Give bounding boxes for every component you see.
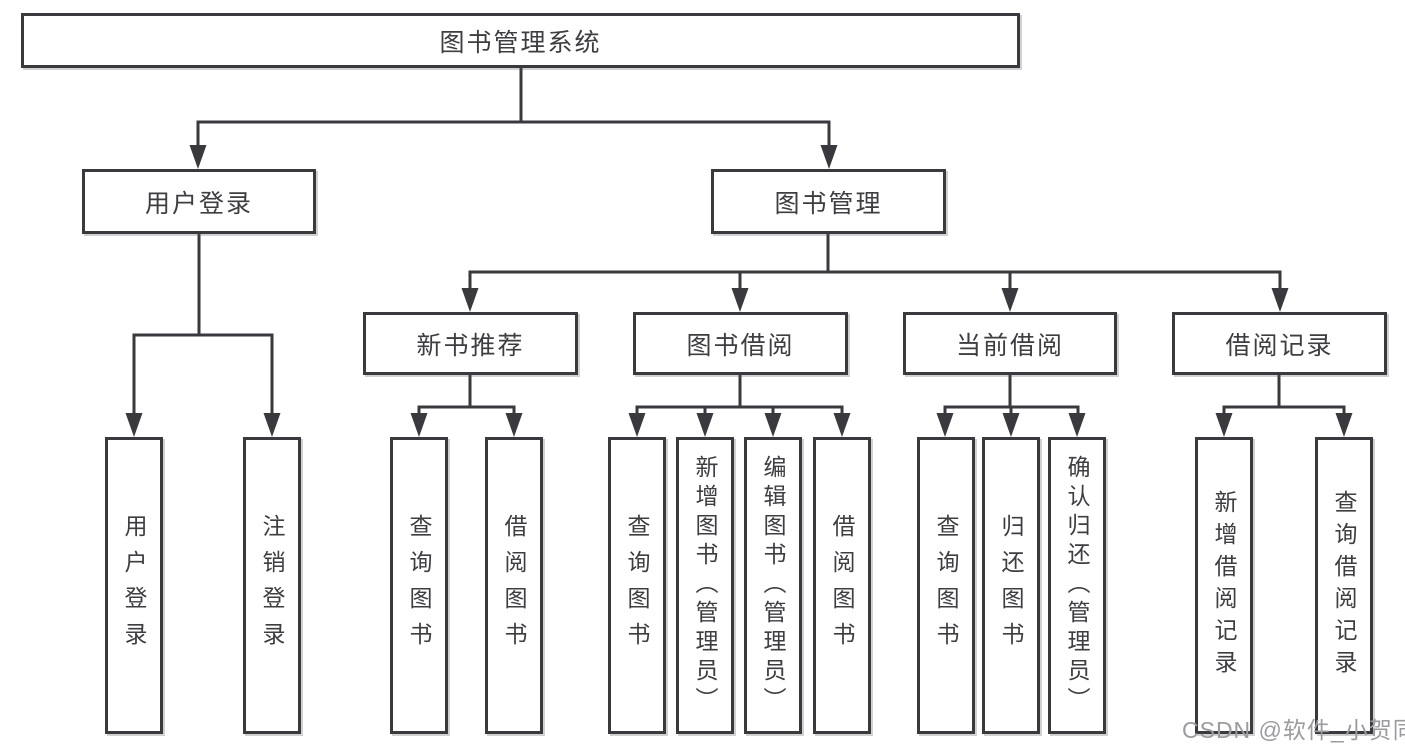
arrow-down-icon bbox=[505, 413, 523, 437]
leaf-add-borrow-record-label: 新增借阅记录 bbox=[1211, 489, 1237, 682]
leaf-borrow-books-recommend: 借阅图书 bbox=[485, 437, 543, 734]
leaf-query-books-current: 查询图书 bbox=[917, 437, 975, 734]
node-borrowing-records-label: 借阅记录 bbox=[1225, 331, 1334, 360]
leaf-borrow-books-recommend-label: 借阅图书 bbox=[501, 513, 527, 658]
node-user-login: 用户登录 bbox=[82, 169, 316, 234]
arrow-down-icon bbox=[764, 413, 782, 437]
connector-line bbox=[1222, 375, 1346, 417]
arrow-down-icon bbox=[125, 413, 143, 437]
leaf-query-books-current-label: 查询图书 bbox=[933, 513, 959, 658]
arrow-down-icon bbox=[696, 413, 714, 437]
connector-line bbox=[635, 375, 844, 417]
watermark-text: CSDN @软件_小贺同学 bbox=[1182, 717, 1405, 743]
leaf-return-books: 归还图书 bbox=[982, 437, 1040, 734]
leaf-add-borrow-record: 新增借阅记录 bbox=[1195, 437, 1253, 734]
leaf-user-login: 用户登录 bbox=[105, 437, 163, 734]
node-current-borrowing: 当前借阅 bbox=[903, 312, 1117, 375]
arrow-down-icon bbox=[1271, 288, 1289, 312]
connector-user-login-to-children bbox=[125, 234, 281, 437]
arrow-down-icon bbox=[1335, 413, 1353, 437]
connector-line bbox=[943, 375, 1080, 417]
connector-borrowing-records-to-children bbox=[1215, 375, 1353, 437]
node-user-login-label: 用户登录 bbox=[144, 189, 253, 218]
arrow-down-icon bbox=[263, 413, 281, 437]
leaf-add-book-admin: 新增图书（管理员） bbox=[676, 437, 734, 734]
connector-line bbox=[132, 234, 274, 417]
node-book-borrowing-label: 图书借阅 bbox=[686, 331, 795, 360]
leaf-logout-label: 注销登录 bbox=[259, 513, 285, 658]
node-root: 图书管理系统 bbox=[21, 13, 1020, 68]
arrow-down-icon bbox=[410, 413, 428, 437]
leaf-query-books-borrowing-label: 查询图书 bbox=[624, 513, 650, 658]
leaf-query-books-borrowing: 查询图书 bbox=[608, 437, 666, 734]
leaf-query-borrow-record: 查询借阅记录 bbox=[1315, 437, 1373, 734]
arrow-down-icon bbox=[628, 413, 646, 437]
leaf-query-books-recommend-label: 查询图书 bbox=[406, 513, 432, 658]
leaf-edit-book-admin: 编辑图书（管理员） bbox=[744, 437, 802, 734]
node-book-management-label: 图书管理 bbox=[774, 189, 883, 218]
arrow-down-icon bbox=[731, 288, 749, 312]
leaf-confirm-return-admin: 确认归还（管理员） bbox=[1048, 437, 1106, 734]
connector-line bbox=[417, 375, 516, 417]
connector-current-borrowing-to-children bbox=[936, 375, 1086, 437]
connector-new-book-recommendation-to-children bbox=[410, 375, 523, 437]
node-new-book-recommendation-label: 新书推荐 bbox=[416, 331, 525, 360]
connector-root-to-level2 bbox=[189, 68, 838, 169]
leaf-edit-book-admin-label: 编辑图书（管理员） bbox=[760, 455, 786, 716]
leaf-query-books-recommend: 查询图书 bbox=[390, 437, 448, 734]
node-current-borrowing-label: 当前借阅 bbox=[955, 331, 1064, 360]
arrow-down-icon bbox=[936, 413, 954, 437]
node-borrowing-records: 借阅记录 bbox=[1172, 312, 1387, 375]
node-new-book-recommendation: 新书推荐 bbox=[363, 312, 578, 375]
leaf-confirm-return-admin-label: 确认归还（管理员） bbox=[1064, 455, 1090, 716]
leaf-add-book-admin-label: 新增图书（管理员） bbox=[692, 455, 718, 716]
leaf-logout: 注销登录 bbox=[243, 437, 301, 734]
connector-line bbox=[468, 234, 1282, 292]
arrow-down-icon bbox=[461, 288, 479, 312]
leaf-borrow-books-borrowing-label: 借阅图书 bbox=[829, 513, 855, 658]
node-root-label: 图书管理系统 bbox=[439, 28, 602, 57]
node-book-management: 图书管理 bbox=[711, 169, 946, 234]
connector-book-management-to-children bbox=[461, 234, 1289, 312]
leaf-borrow-books-borrowing: 借阅图书 bbox=[813, 437, 871, 734]
node-book-borrowing: 图书借阅 bbox=[633, 312, 848, 375]
arrow-down-icon bbox=[1215, 413, 1233, 437]
leaf-query-borrow-record-label: 查询借阅记录 bbox=[1331, 489, 1357, 682]
leaf-user-login-label: 用户登录 bbox=[121, 513, 147, 658]
leaf-return-books-label: 归还图书 bbox=[998, 513, 1024, 658]
arrow-down-icon bbox=[189, 145, 207, 169]
connector-book-borrowing-to-children bbox=[628, 375, 851, 437]
connector-line bbox=[196, 68, 831, 150]
arrow-down-icon bbox=[1002, 413, 1020, 437]
arrow-down-icon bbox=[833, 413, 851, 437]
arrow-down-icon bbox=[1001, 288, 1019, 312]
arrow-down-icon bbox=[1068, 413, 1086, 437]
arrow-down-icon bbox=[820, 145, 838, 169]
